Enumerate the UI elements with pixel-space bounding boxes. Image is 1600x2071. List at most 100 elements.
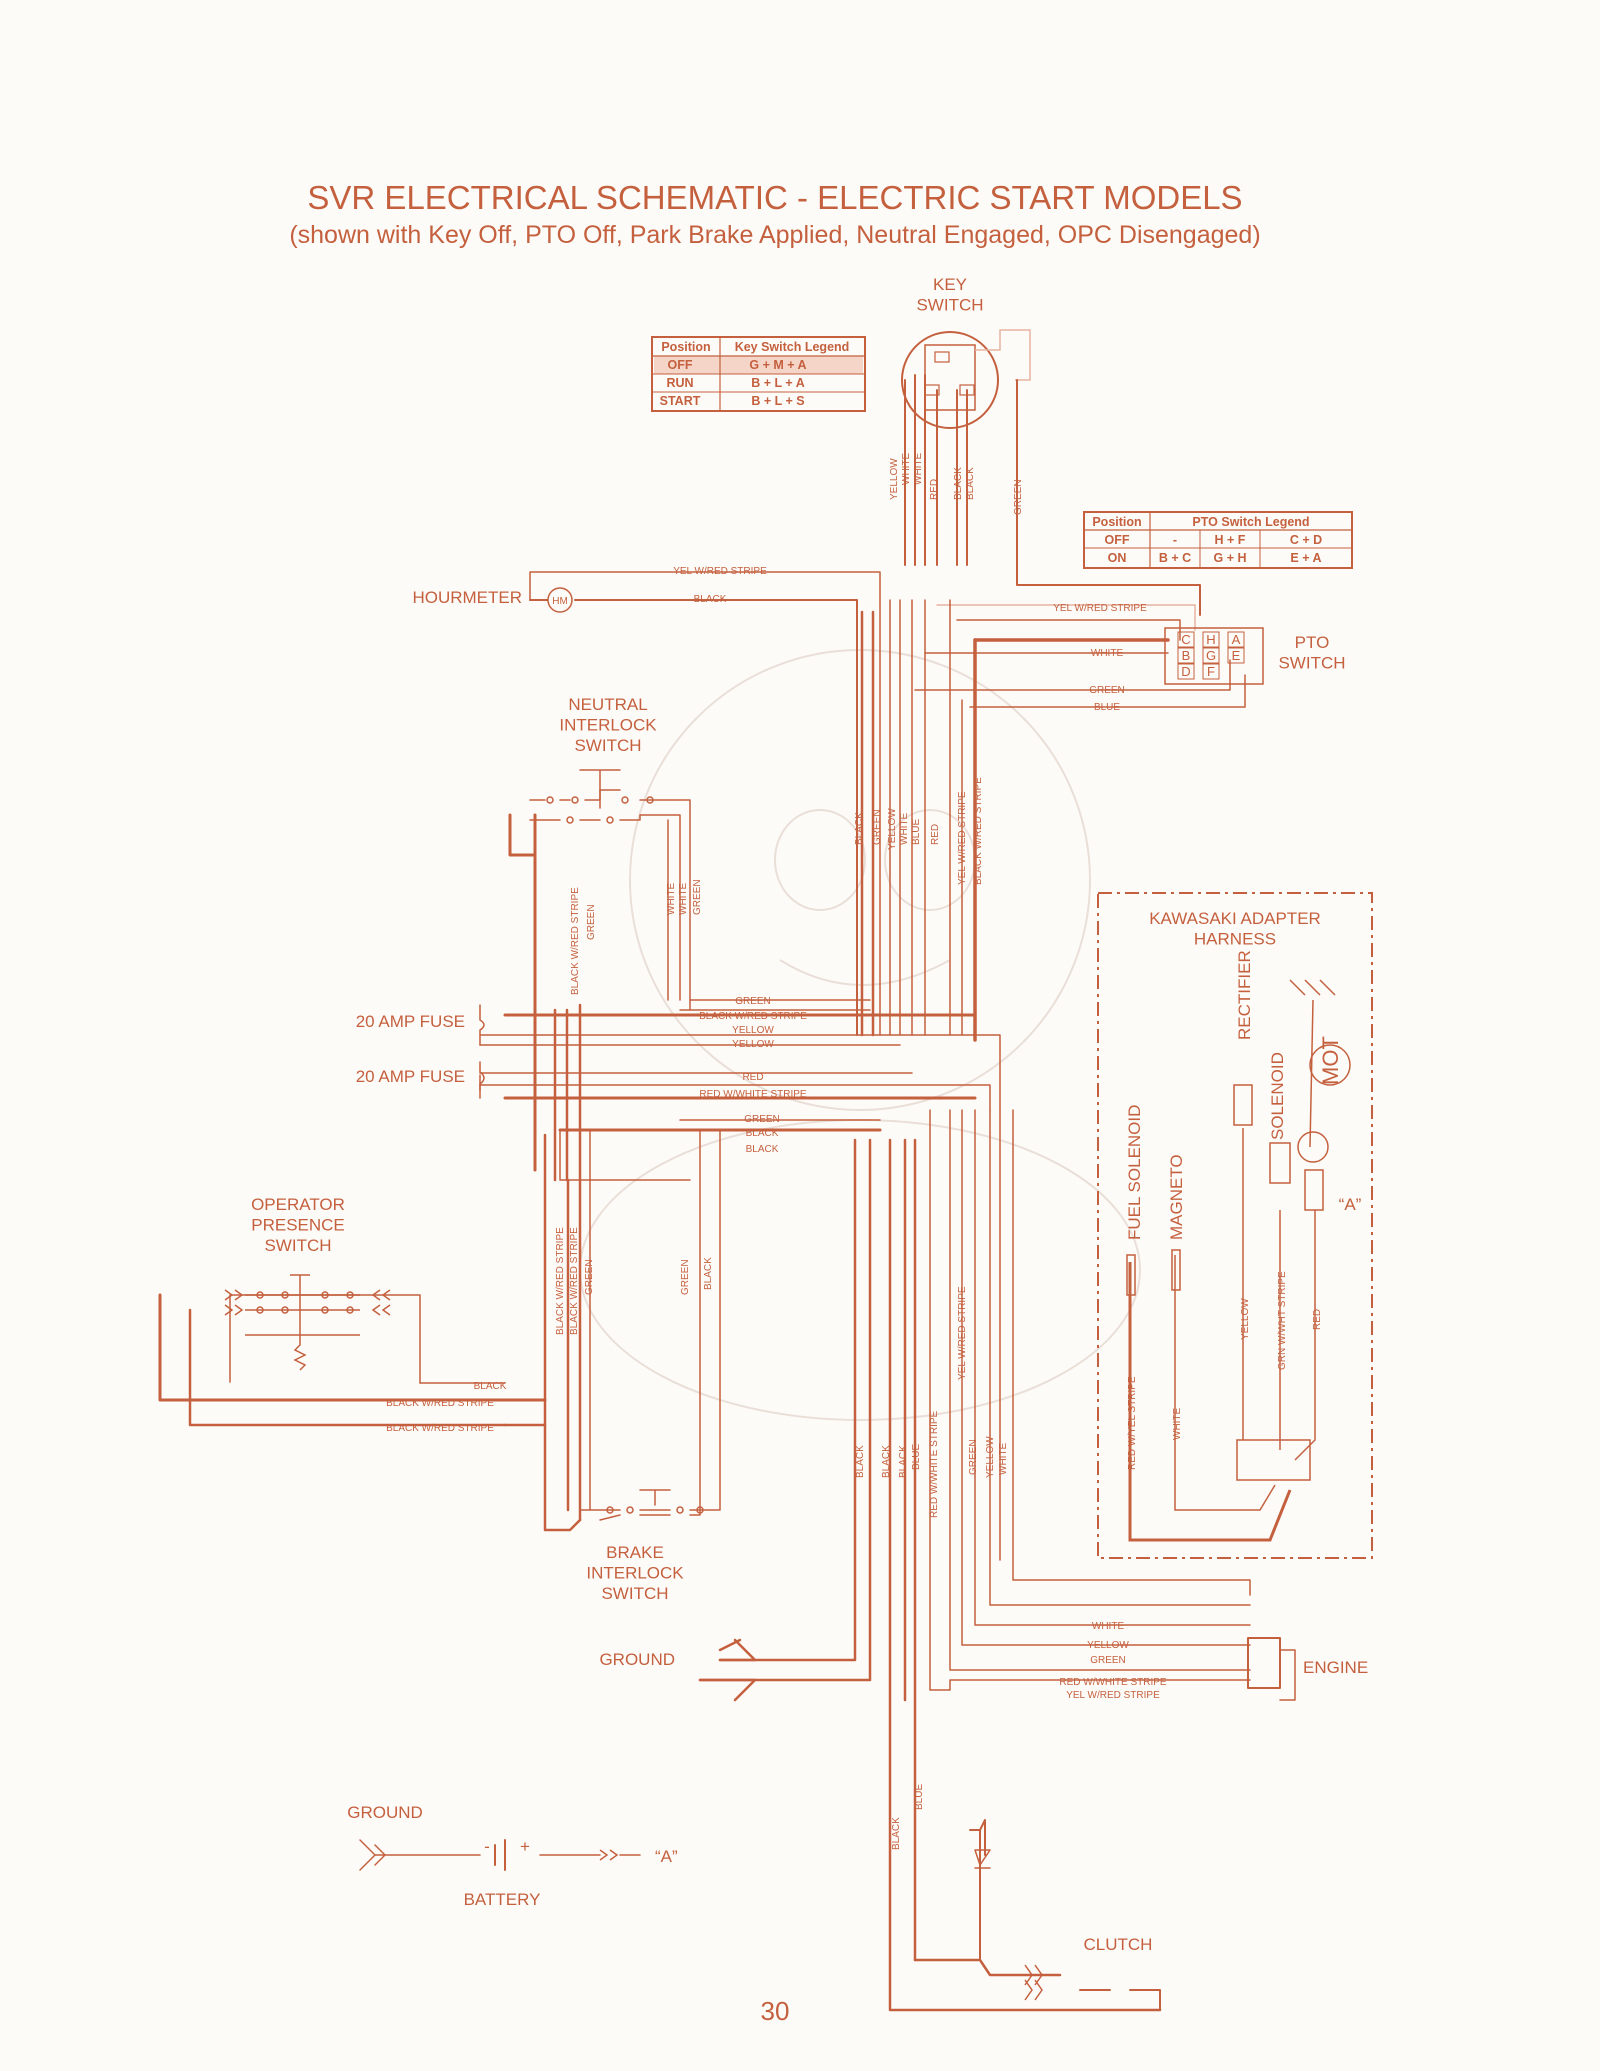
wire-label: RED xyxy=(929,479,940,500)
wire-label: GREEN xyxy=(1089,685,1125,696)
pto-legend-cell: H + F xyxy=(1215,533,1246,547)
wire-label: GREEN xyxy=(584,1259,595,1295)
key-legend-row-val: B + L + S xyxy=(751,394,804,408)
pto-legend-cell: G + H xyxy=(1214,551,1247,565)
neutral-interlock-switch[interactable] xyxy=(546,796,654,824)
key-legend-row-pos: RUN xyxy=(666,376,693,390)
wire-labels: YELLOW WHITE WHITE RED BLACK BLACK GREEN… xyxy=(386,452,1167,1850)
wire-label: BLUE xyxy=(1094,702,1120,713)
battery-minus: - xyxy=(484,1837,490,1856)
wire-label: BLACK xyxy=(965,467,976,500)
hourmeter-label: HOURMETER xyxy=(412,588,522,607)
wire-label: RED W/WHITE STRIPE xyxy=(699,1089,807,1100)
wire-label: WHITE xyxy=(913,452,924,485)
fuse-1-label: 20 AMP FUSE xyxy=(356,1012,465,1031)
pto-pin: B xyxy=(1182,648,1191,663)
wire-harness xyxy=(158,374,1296,2012)
pto-legend-cell: - xyxy=(1173,533,1177,547)
wire-label: WHITE xyxy=(899,812,910,845)
wire-label: YELLOW xyxy=(985,1436,996,1478)
page-subtitle: (shown with Key Off, PTO Off, Park Brake… xyxy=(289,221,1260,249)
wire-label: RED W/WHITE STRIPE xyxy=(1059,1677,1167,1688)
rectifier-label: RECTIFIER xyxy=(1235,950,1254,1040)
page-number: 30 xyxy=(761,1996,790,2026)
wire-label: GREEN xyxy=(692,879,703,915)
wire-label: WHITE xyxy=(1172,1407,1183,1440)
key-legend-row-pos: OFF xyxy=(668,358,693,372)
wire-label: BLACK xyxy=(898,1445,909,1478)
wire-label: BLACK xyxy=(694,594,727,605)
fuse-2-label: 20 AMP FUSE xyxy=(356,1067,465,1086)
hourmeter: HM HOURMETER xyxy=(412,587,573,613)
wire-label: WHITE xyxy=(678,882,689,915)
wire-label: WHITE xyxy=(1092,1621,1125,1632)
wire-label: YELLOW xyxy=(732,1025,774,1036)
wire-label: YEL W/RED STRIPE xyxy=(957,1286,968,1380)
wire-label: BLACK W/RED STRIPE xyxy=(386,1423,494,1434)
wire-label: GREEN xyxy=(744,1114,780,1125)
battery-plus: + xyxy=(520,1837,530,1856)
wire-label: BLACK xyxy=(474,1381,507,1392)
wire-label: BLUE xyxy=(911,819,922,845)
wire-label: RED xyxy=(742,1072,763,1083)
motor-label: MOT xyxy=(1318,1036,1343,1085)
battery-label: BATTERY xyxy=(464,1890,541,1909)
pto-legend-cell: E + A xyxy=(1290,551,1321,565)
wire-label: YEL W/RED STRIPE xyxy=(1066,1690,1160,1701)
wire-label: BLACK xyxy=(881,1445,892,1478)
clutch-label: CLUTCH xyxy=(1084,1935,1153,1954)
pto-pin: F xyxy=(1207,664,1215,679)
key-legend-row-val: G + M + A xyxy=(749,358,806,372)
operator-presence-switch[interactable] xyxy=(245,1274,360,1371)
pto-legend-cell: OFF xyxy=(1105,533,1130,547)
wire-label: WHITE xyxy=(1091,648,1124,659)
wire-label: YELLOW xyxy=(732,1039,774,1050)
pto-pin: D xyxy=(1181,664,1190,679)
wire-label: BLACK xyxy=(746,1144,779,1155)
wire-label: GREEN xyxy=(1090,1655,1126,1666)
wire-label: GREEN xyxy=(735,996,771,1007)
key-legend-header-1: Key Switch Legend xyxy=(735,340,850,354)
wire-label: RED xyxy=(1312,1309,1323,1330)
connector-chevrons xyxy=(224,1289,1043,2001)
wire-label: BLACK W/RED STRIPE xyxy=(555,1227,566,1335)
ground-1-label: GROUND xyxy=(599,1650,675,1669)
wire-label: BLACK xyxy=(891,1817,902,1850)
pto-pin: G xyxy=(1206,648,1216,663)
magneto-label: MAGNETO xyxy=(1167,1154,1186,1240)
wire-label: RED W/YEL STRIPE xyxy=(1127,1376,1138,1470)
ref-a-label: “A” xyxy=(1339,1195,1362,1214)
wire-label: BLACK W/RED STRIPE xyxy=(973,777,984,885)
wire-label: BLACK xyxy=(953,467,964,500)
pto-pin: H xyxy=(1206,632,1215,647)
wire-label: YELLOW xyxy=(887,808,898,850)
key-legend-row-pos: START xyxy=(660,394,701,408)
pto-pin: A xyxy=(1232,632,1241,647)
wire-label: YEL W/RED STRIPE xyxy=(957,791,968,885)
wire-label: BLACK xyxy=(854,812,865,845)
solenoid-label: SOLENOID xyxy=(1268,1052,1287,1140)
wire-label: BLUE xyxy=(911,1444,922,1470)
wire-label: BLACK W/RED STRIPE xyxy=(699,1011,807,1022)
brake-interlock-switch[interactable] xyxy=(606,1506,704,1514)
wire-label: GRN W/WHT STRIPE xyxy=(1277,1271,1288,1370)
wire-label: BLUE xyxy=(914,1784,925,1810)
pto-legend-header-1: PTO Switch Legend xyxy=(1192,515,1309,529)
wire-label: YELLOW xyxy=(1087,1640,1129,1651)
wire-label: YELLOW xyxy=(889,458,900,500)
key-legend-row-val: B + L + A xyxy=(751,376,805,390)
wire-label: YEL W/RED STRIPE xyxy=(673,566,767,577)
pto-legend-cell: B + C xyxy=(1159,551,1191,565)
wire-label: BLACK W/RED STRIPE xyxy=(569,1227,580,1335)
engine-label: ENGINE xyxy=(1303,1658,1368,1677)
pto-legend-cell: ON xyxy=(1108,551,1127,565)
ground-2-label: GROUND xyxy=(347,1803,423,1822)
